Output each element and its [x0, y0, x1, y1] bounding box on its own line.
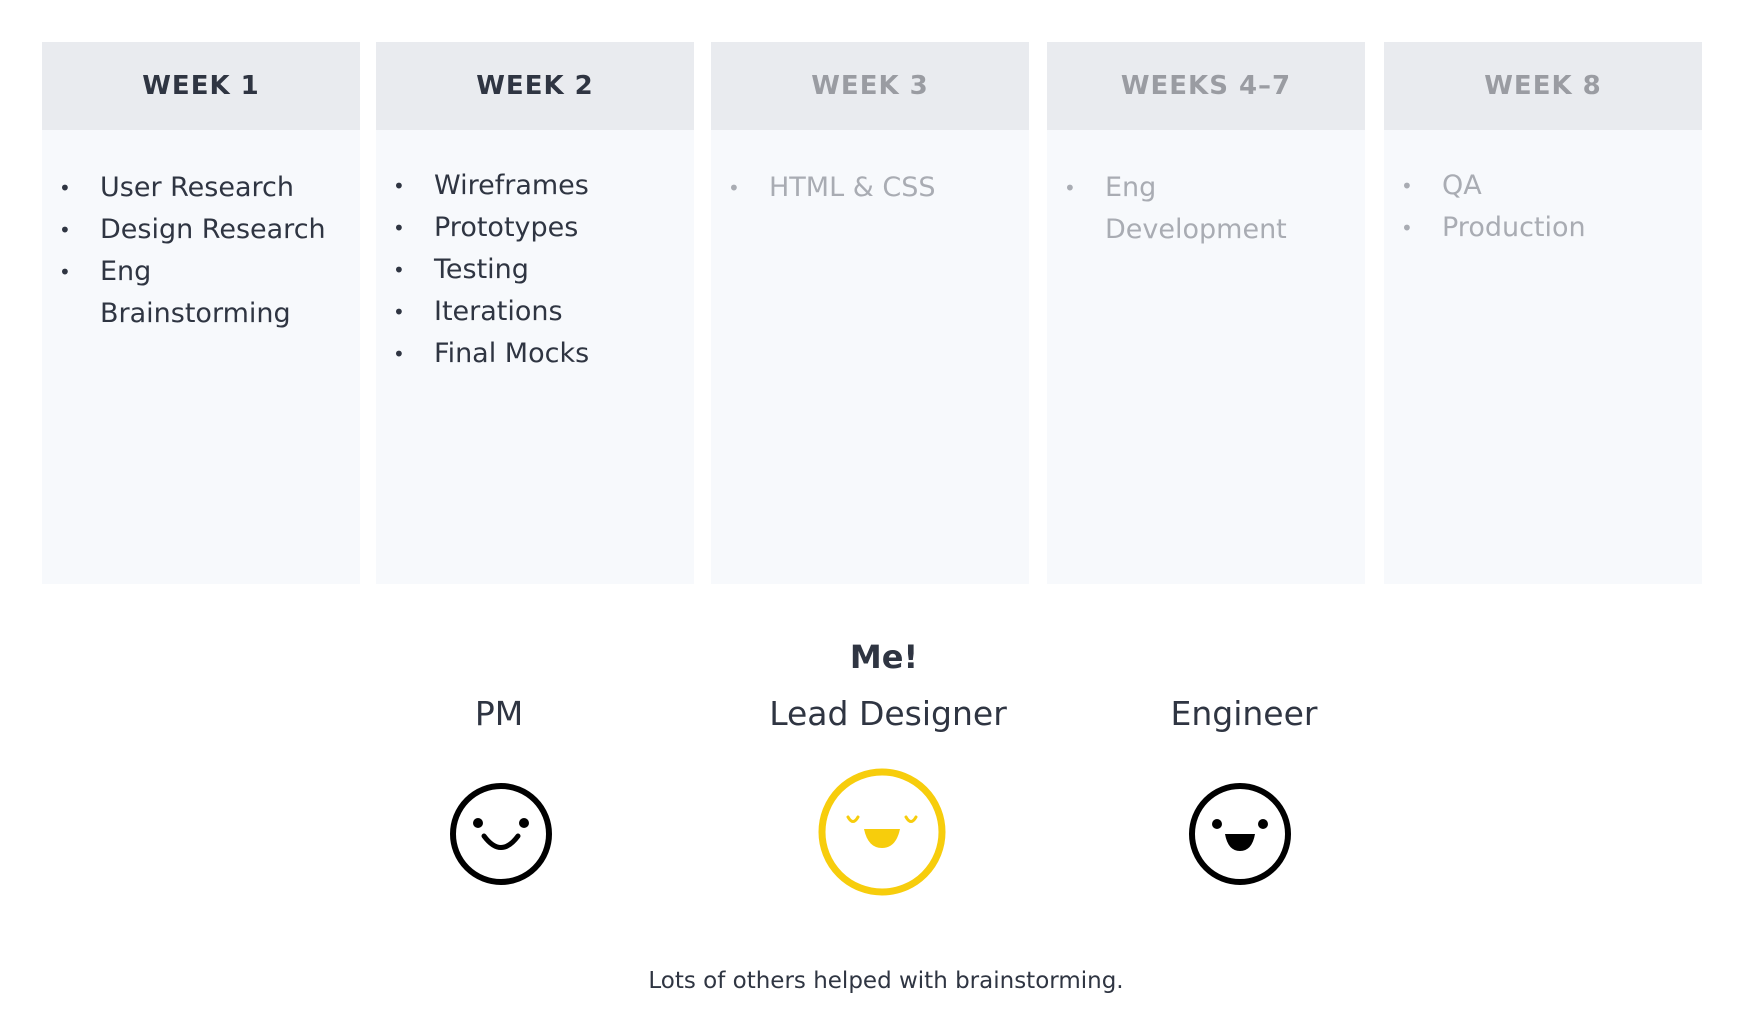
- list-item: •Testing: [393, 254, 529, 285]
- project-timeline: WEEK 1 •User Research •Design Research •…: [0, 42, 1746, 584]
- smiley-face-icon: [450, 783, 552, 885]
- pm-role-label: PM: [474, 694, 524, 733]
- list-item: •Design Research: [59, 214, 326, 245]
- week-8-header: WEEK 8: [1384, 42, 1702, 130]
- week-3-header: WEEK 3: [711, 42, 1029, 130]
- list-item: •Prototypes: [393, 212, 579, 243]
- week-8-column: WEEK 8 •QA •Production: [1384, 42, 1702, 584]
- happy-face-icon: [818, 768, 946, 896]
- engineer-role-label: Engineer: [1170, 694, 1318, 733]
- week-8-task-list: •QA •Production: [1384, 165, 1702, 249]
- week-1-header: WEEK 1: [42, 42, 360, 130]
- me-label: Me!: [849, 638, 919, 676]
- weeks-4-7-header: WEEKS 4–7: [1047, 42, 1365, 130]
- list-item: •Final Mocks: [393, 338, 590, 369]
- lead-designer-role-label: Lead Designer: [769, 694, 1007, 733]
- list-item: •User Research: [59, 172, 294, 203]
- footnote: Lots of others helped with brainstorming…: [648, 968, 1124, 994]
- list-item: •Wireframes: [393, 170, 589, 201]
- week-3-column: WEEK 3 •HTML & CSS: [711, 42, 1029, 584]
- list-item: •Production: [1401, 212, 1586, 243]
- week-3-task-list: •HTML & CSS: [711, 167, 1029, 209]
- week-2-column: WEEK 2 •Wireframes •Prototypes •Testing …: [376, 42, 694, 584]
- list-item: •HTML & CSS: [728, 172, 936, 203]
- week-2-header: WEEK 2: [376, 42, 694, 130]
- list-item: •QA: [1401, 170, 1482, 201]
- week-1-column: WEEK 1 •User Research •Design Research •…: [42, 42, 360, 584]
- list-item: •Iterations: [393, 296, 563, 327]
- week-2-task-list: •Wireframes •Prototypes •Testing •Iterat…: [376, 165, 694, 375]
- grinning-face-icon: [1189, 783, 1291, 885]
